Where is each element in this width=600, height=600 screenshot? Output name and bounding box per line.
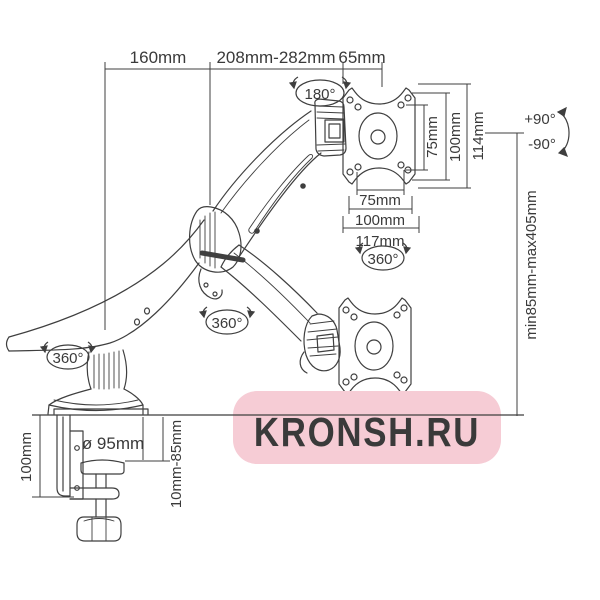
forearm-lowered xyxy=(220,244,318,342)
rotate-elbow-label: 360° xyxy=(211,315,242,332)
watermark: KRONSH.RU xyxy=(233,391,501,464)
tilt-up-label: +90° xyxy=(524,111,555,128)
dim-plate-width: 117mm xyxy=(356,233,405,250)
dim-height-range: min85mm-max405mm xyxy=(523,190,540,339)
dim-arm-reach-range: 208mm-282mm xyxy=(216,48,335,67)
dim-plate-height: 114mm xyxy=(470,112,487,161)
dim-vesa-100-vertical: 100mm xyxy=(447,112,464,162)
rotate-vesa-badge xyxy=(354,242,412,271)
rotate-base-badge xyxy=(39,341,97,370)
dim-base-diameter: ø 95mm xyxy=(82,434,144,453)
dim-vesa-100-horizontal: 100mm xyxy=(355,212,405,229)
tilt-down-label: -90° xyxy=(528,136,556,153)
dim-arm-rear-length: 160mm xyxy=(130,48,187,67)
rotate-base-label: 360° xyxy=(52,350,83,367)
elbow-joint xyxy=(189,206,246,300)
dim-vesa-75-horizontal: 75mm xyxy=(359,192,401,209)
rotation-badges xyxy=(39,76,570,370)
lower-arm-joint xyxy=(299,313,341,374)
rotate-elbow-badge xyxy=(198,306,256,335)
bottom-vesa-plate xyxy=(338,297,412,395)
upper-arm xyxy=(212,110,322,258)
tilt-arrow xyxy=(556,106,570,158)
height-range-line xyxy=(485,132,524,416)
dimension-labels: 160mm 208mm-282mm 65mm 180° 75mm 100mm 1… xyxy=(18,48,556,508)
swivel-180-label: 180° xyxy=(304,86,335,103)
dimension-lines xyxy=(32,62,524,498)
watermark-background xyxy=(233,391,501,464)
dim-head-length: 65mm xyxy=(338,48,385,67)
dim-clamp-height: 100mm xyxy=(18,432,35,482)
swivel-180-badge xyxy=(288,76,352,107)
dim-vesa-75-vertical: 75mm xyxy=(424,116,441,158)
top-vesa-plate xyxy=(342,87,416,185)
watermark-text: KRONSH.RU xyxy=(254,410,480,455)
top-arm-joint xyxy=(314,98,347,157)
rotate-vesa-label: 360° xyxy=(367,251,398,268)
desk-clamp xyxy=(53,408,149,542)
dim-clamp-range: 10mm-85mm xyxy=(168,420,185,508)
